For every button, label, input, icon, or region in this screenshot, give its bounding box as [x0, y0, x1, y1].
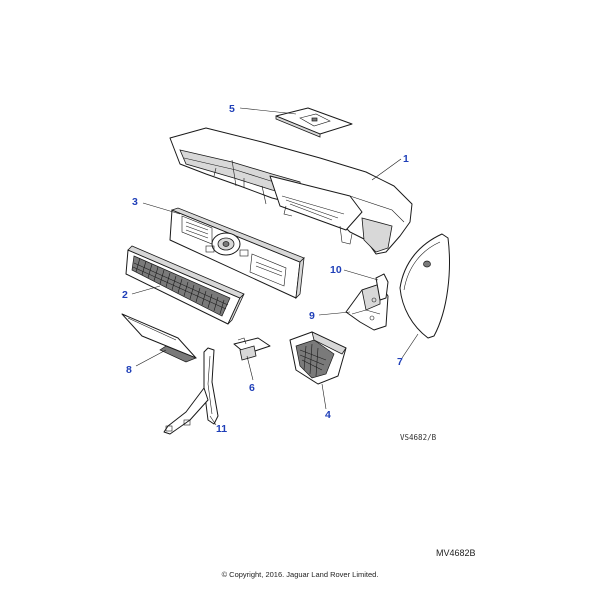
part-8-lid-panel: [121, 313, 197, 363]
callout-7: 7: [397, 356, 403, 368]
callout-6: 6: [249, 382, 255, 394]
part-10-clip: [375, 273, 389, 301]
callout-11: 11: [216, 423, 227, 435]
part-1-dashboard-fascia: [169, 127, 413, 255]
copyright-notice: © Copyright, 2016. Jaguar Land Rover Lim…: [221, 570, 379, 579]
diagram-reference: MV4682B: [436, 548, 476, 558]
callout-5: 5: [229, 103, 235, 115]
part-11-support-bracket: [163, 347, 219, 435]
part-2-vent-grille: [125, 245, 245, 325]
callout-8: 8: [126, 364, 132, 376]
part-9-side-bracket: [345, 283, 389, 331]
part-3-centre-panel: [169, 207, 305, 300]
drawing-code: VS4682/B: [400, 433, 437, 442]
part-4-side-vent: [289, 331, 347, 385]
part-6-clip-bracket: [233, 337, 271, 361]
callout-2: 2: [122, 289, 128, 301]
callout-3: 3: [132, 196, 138, 208]
callout-1: 1: [403, 153, 409, 165]
callout-10: 10: [330, 264, 342, 276]
leader-lines: [131, 107, 419, 426]
callout-4: 4: [325, 409, 331, 421]
part-5-top-cover: [275, 107, 353, 138]
callout-9: 9: [309, 310, 315, 322]
part-7-glovebox-door: [399, 233, 450, 339]
